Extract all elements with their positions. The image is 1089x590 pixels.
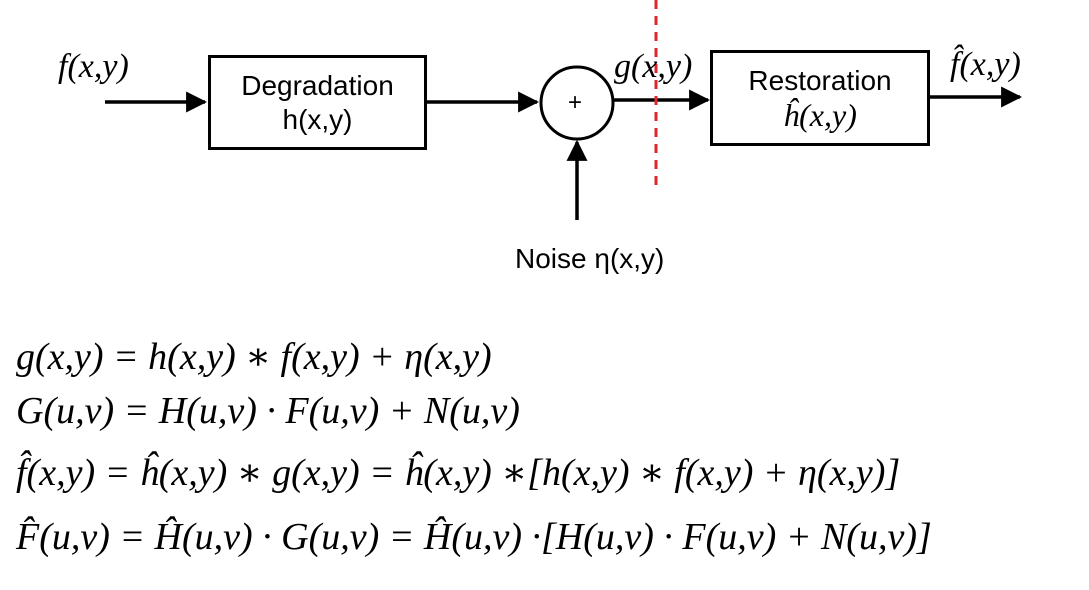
input-label: f(x,y) <box>58 48 129 85</box>
degraded-image-label: g(x,y) <box>614 48 693 85</box>
noise-label: Noise η(x,y) <box>515 243 665 274</box>
equation-frequency-degradation: G(u,v) = H(u,v) · F(u,v) + N(u,v) <box>16 390 520 432</box>
restoration-block: Restoration ĥ(x,y) <box>710 50 930 146</box>
equation-spatial-degradation: g(x,y) = h(x,y) ∗ f(x,y) + η(x,y) <box>16 336 492 378</box>
degradation-function: h(x,y) <box>282 103 353 135</box>
adder-symbol: + <box>568 89 583 116</box>
equations-block: g(x,y) = h(x,y) ∗ f(x,y) + η(x,y) G(u,v)… <box>16 330 932 564</box>
restoration-function: ĥ(x,y) <box>783 97 857 133</box>
adder-circle <box>539 65 615 141</box>
restoration-title: Restoration <box>748 65 892 96</box>
equation-spatial-restoration: f̂(x,y) = ĥ(x,y) ∗ g(x,y) = ĥ(x,y) ∗[h(x… <box>16 452 901 494</box>
degradation-title: Degradation <box>241 69 394 101</box>
equation-frequency-restoration: F̂(u,v) = Ĥ(u,v) · G(u,v) = Ĥ(u,v) ·[H(u… <box>16 516 932 558</box>
degradation-block: Degradation h(x,y) <box>208 55 427 150</box>
output-label: f̂(x,y) <box>950 46 1021 83</box>
